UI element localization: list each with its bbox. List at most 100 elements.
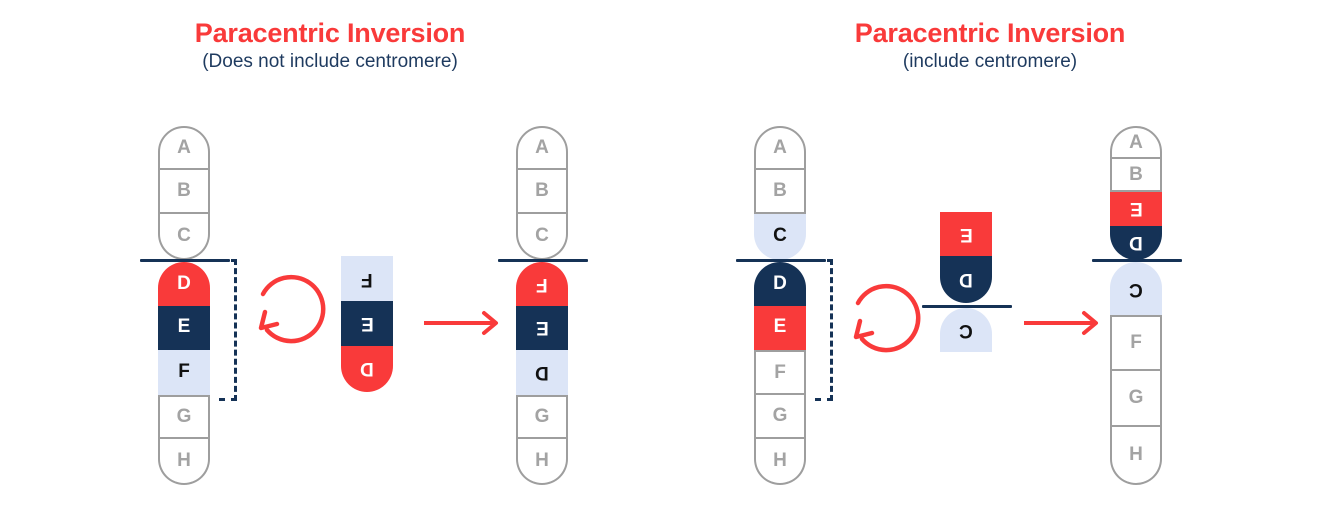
fragment-band-E: E xyxy=(341,301,393,346)
bracket-vertical xyxy=(234,259,237,401)
band-C: C xyxy=(754,214,806,260)
band-label: G xyxy=(534,406,550,427)
band-label: B xyxy=(1129,163,1143,185)
band-B: B xyxy=(516,170,568,214)
upper-arm: A B E D xyxy=(1110,126,1162,260)
band-label: C xyxy=(535,225,549,246)
fragment-centromere-line xyxy=(922,305,1012,308)
page-title: Paracentric Inversion xyxy=(194,18,466,48)
transition-arrow xyxy=(1024,310,1104,336)
lower-arm: D E F G H xyxy=(754,262,806,486)
band-D: D xyxy=(516,350,568,395)
band-label: A xyxy=(1129,131,1143,153)
chromosome-before: A B C D E F G H xyxy=(754,126,806,486)
band-label: F xyxy=(361,268,373,290)
band-B: B xyxy=(754,170,806,214)
band-label: D xyxy=(535,361,549,383)
band-E: E xyxy=(754,306,806,350)
page-subtitle: (include centromere) xyxy=(902,51,1078,73)
bracket-bottom-tick xyxy=(219,398,237,401)
band-label: B xyxy=(773,180,787,201)
band-label: F xyxy=(178,360,190,382)
fragment-band-C: C xyxy=(940,308,992,352)
band-label: B xyxy=(535,180,549,201)
lower-arm: D E F G H xyxy=(158,262,210,486)
band-label: E xyxy=(360,312,374,334)
fragment-band-D: D xyxy=(341,346,393,392)
band-label: C xyxy=(1129,278,1143,300)
inverted-segment-bracket xyxy=(815,259,833,401)
band-label: A xyxy=(535,137,549,158)
fragment-band-D: D xyxy=(940,256,992,303)
upper-arm: A B C xyxy=(158,126,210,260)
band-label: D xyxy=(1129,232,1143,253)
band-E: E xyxy=(158,306,210,350)
centromere-line xyxy=(498,259,588,262)
band-label: D xyxy=(177,273,191,294)
centromere-line xyxy=(140,259,230,262)
band-A: A xyxy=(1110,126,1162,159)
upper-arm: A B C xyxy=(754,126,806,260)
band-A: A xyxy=(754,126,806,170)
panel-paracentric-no-centromere: Paracentric Inversion (Does not include … xyxy=(0,18,660,486)
band-label: E xyxy=(1129,198,1143,219)
band-label: A xyxy=(773,137,787,158)
band-D: D xyxy=(158,262,210,306)
band-B: B xyxy=(1110,159,1162,192)
band-H: H xyxy=(158,439,210,485)
band-label: H xyxy=(1129,444,1143,465)
band-label: G xyxy=(176,406,192,427)
fragment-band-E: E xyxy=(940,212,992,256)
band-label: F xyxy=(774,361,786,383)
band-G: G xyxy=(1110,371,1162,427)
inverted-fragment: E D C xyxy=(940,212,992,352)
chromosome-after: A B C F E D G H xyxy=(516,126,568,486)
band-label: D xyxy=(959,268,973,290)
band-F: F xyxy=(158,350,210,395)
rotation-arrow xyxy=(243,268,331,356)
band-D: D xyxy=(1110,226,1162,260)
band-A: A xyxy=(516,126,568,170)
chromosome-after: A B E D C F G H xyxy=(1110,126,1162,486)
band-C: C xyxy=(1110,262,1162,315)
band-F: F xyxy=(754,350,806,395)
upper-arm: A B C xyxy=(516,126,568,260)
band-label: C xyxy=(177,225,191,246)
band-B: B xyxy=(158,170,210,214)
band-H: H xyxy=(754,439,806,485)
band-label: E xyxy=(773,316,787,337)
band-E: E xyxy=(516,306,568,350)
bracket-bottom-tick xyxy=(815,398,833,401)
band-C: C xyxy=(516,214,568,260)
band-label: E xyxy=(959,224,973,245)
band-F: F xyxy=(1110,315,1162,371)
band-label: H xyxy=(773,450,787,471)
page-subtitle: (Does not include centromere) xyxy=(202,51,458,73)
band-label: H xyxy=(535,450,549,471)
page-title: Paracentric Inversion xyxy=(854,18,1126,48)
band-label: G xyxy=(1128,387,1144,408)
band-label: C xyxy=(773,225,787,246)
band-D: D xyxy=(754,262,806,306)
band-label: E xyxy=(535,317,549,338)
lower-arm: F E D G H xyxy=(516,262,568,486)
transition-arrow xyxy=(424,310,504,336)
band-G: G xyxy=(158,395,210,439)
chromosome-before: A B C D E F G H xyxy=(158,126,210,486)
band-label: A xyxy=(177,137,191,158)
panel-paracentric-with-centromere: Paracentric Inversion (include centromer… xyxy=(660,0,1320,512)
band-E: E xyxy=(1110,192,1162,226)
band-label: E xyxy=(177,316,191,337)
band-H: H xyxy=(516,439,568,485)
band-label: F xyxy=(1130,332,1142,353)
band-label: B xyxy=(177,180,191,201)
band-label: H xyxy=(177,450,191,471)
band-label: F xyxy=(536,274,548,295)
band-H: H xyxy=(1110,427,1162,485)
bracket-vertical xyxy=(830,259,833,401)
panel-title-block: Paracentric Inversion (Does not include … xyxy=(0,18,660,75)
band-A: A xyxy=(158,126,210,170)
fragment-band-F: F xyxy=(341,256,393,301)
band-label: C xyxy=(959,320,973,341)
bracket-top-tick xyxy=(815,259,833,262)
